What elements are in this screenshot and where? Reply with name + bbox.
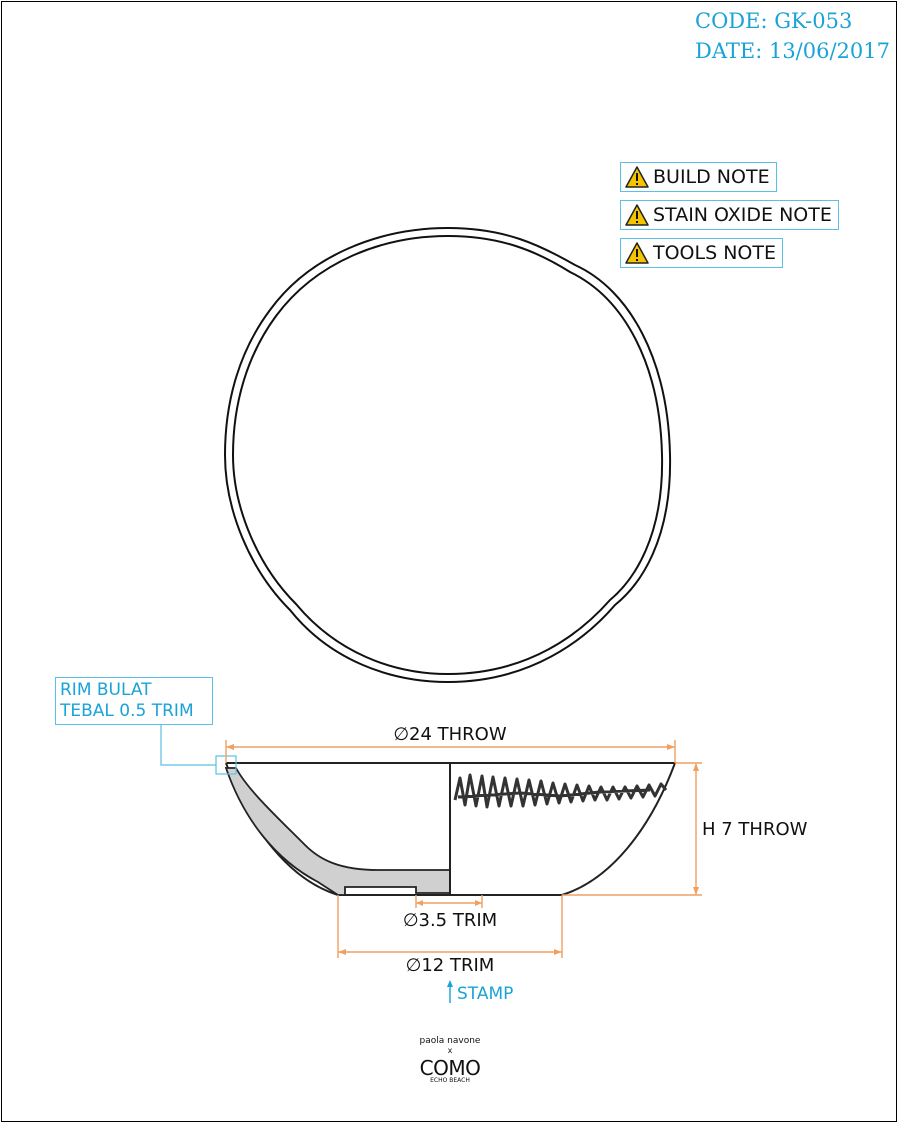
rim-callout-line1: RIM BULAT xyxy=(60,680,152,700)
stain-oxide-note-label: STAIN OXIDE NOTE xyxy=(653,204,832,226)
logo-designer: paola navone xyxy=(420,1036,481,1046)
logo-sub: ECHO BEACH xyxy=(430,1077,470,1084)
dimension-diameter-top-label: ∅24 THROW xyxy=(393,724,507,745)
drawing-date: DATE: 13/06/2017 xyxy=(695,39,890,63)
section-cut-wall xyxy=(224,767,451,896)
logo-brand: COMO xyxy=(420,1056,481,1080)
dimension-height xyxy=(562,762,702,896)
top-view-outer-rim xyxy=(223,226,672,684)
rim-callout-box: RIM BULAT TEBAL 0.5 TRIM xyxy=(55,677,213,725)
dimension-foot-outer xyxy=(337,895,563,958)
dimension-foot-outer-label: ∅12 TRIM xyxy=(406,955,495,976)
rim-callout-line2: TEBAL 0.5 TRIM xyxy=(60,701,194,721)
dimension-foot-inner xyxy=(415,895,483,908)
dimension-height-label: H 7 THROW xyxy=(702,819,808,840)
stain-oxide-note-button[interactable]: STAIN OXIDE NOTE xyxy=(620,200,839,230)
glaze-scribble xyxy=(453,773,668,809)
stamp-arrow-icon xyxy=(447,980,453,1003)
warning-icon xyxy=(625,166,649,188)
rim-callout-leader xyxy=(160,725,216,766)
warning-icon xyxy=(625,242,649,264)
title-block: CODE: GK-053 DATE: 13/06/2017 xyxy=(695,6,890,66)
brand-logo: paola navone x COMO ECHO BEACH xyxy=(420,1036,481,1084)
dimension-foot-inner-label: ∅3.5 TRIM xyxy=(403,910,497,931)
tools-note-button[interactable]: TOOLS NOTE xyxy=(620,238,783,268)
dimension-diameter-top xyxy=(225,740,676,763)
stamp-label: STAMP xyxy=(457,984,513,1004)
build-note-label: BUILD NOTE xyxy=(653,166,770,188)
warning-icon xyxy=(625,204,649,226)
product-code: CODE: GK-053 xyxy=(695,9,853,33)
tools-note-label: TOOLS NOTE xyxy=(653,242,776,264)
logo-cross: x xyxy=(448,1046,453,1055)
top-view-inner-rim xyxy=(231,234,664,676)
build-note-button[interactable]: BUILD NOTE xyxy=(620,162,777,192)
